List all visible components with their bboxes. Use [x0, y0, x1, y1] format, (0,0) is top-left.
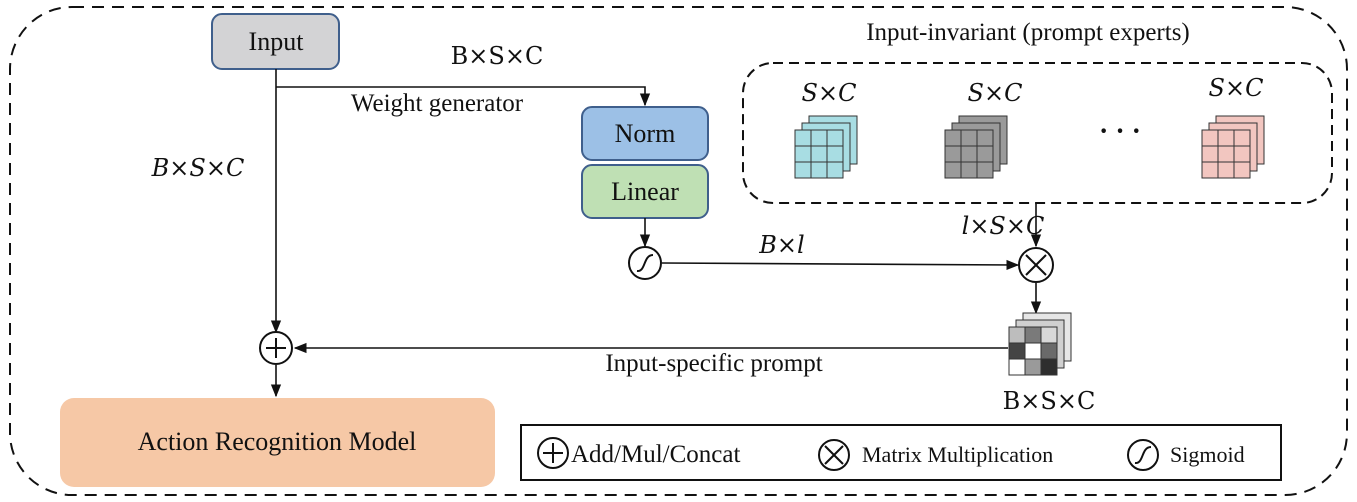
add-operator-icon: [259, 331, 293, 365]
dim-expert-3: S×C: [1209, 74, 1264, 102]
legend-matmul-label: Matrix Multiplication: [862, 442, 1053, 467]
linear-label: Linear: [611, 177, 679, 206]
expert-3-tensor: [1201, 115, 1265, 179]
norm-label: Norm: [615, 119, 676, 148]
input-label: Input: [249, 27, 305, 56]
legend-add-label: Add/Mul/Concat: [571, 441, 740, 468]
legend-matmul-icon: [818, 439, 850, 471]
expert-2-tensor: [944, 115, 1008, 179]
legend-add-icon: [537, 437, 569, 469]
experts-ellipsis: · · ·: [1099, 116, 1141, 147]
legend-sigmoid-icon: [1127, 439, 1159, 471]
legend-sigmoid-label: Sigmoid: [1170, 442, 1245, 467]
dim-experts-to-mult: l×S×C: [962, 212, 1045, 240]
dim-prompt-out: B×S×C: [1003, 387, 1096, 415]
dim-sigmoid-to-mult: B×l: [758, 231, 804, 259]
norm-node: [581, 106, 709, 161]
sigmoid-operator-icon: [628, 246, 662, 280]
action-recognition-label: Action Recognition Model: [138, 427, 417, 456]
dim-expert-1: S×C: [802, 79, 857, 107]
experts-group: [742, 62, 1333, 204]
mult-operator-icon: [1018, 247, 1054, 283]
expert-1-tensor: [794, 115, 858, 179]
experts-group-title: Input-invariant (prompt experts): [866, 19, 1190, 46]
dim-input-to-add: B×S×C: [151, 154, 245, 182]
dim-input-to-norm: B×S×C: [451, 42, 544, 70]
legend: Add/Mul/Concat Matrix Multiplication Sig…: [520, 424, 1282, 481]
outer-frame: [9, 6, 1348, 496]
dim-expert-2: S×C: [968, 79, 1023, 107]
weight-generator-label: Weight generator: [351, 90, 524, 117]
input-specific-prompt-label: Input-specific prompt: [605, 350, 822, 377]
input-specific-prompt-tensor: [1008, 312, 1072, 376]
edge-input-to-norm: [276, 86, 651, 107]
edge-sigmoid-to-mult: [661, 259, 1020, 271]
action-recognition-node: [60, 398, 495, 487]
